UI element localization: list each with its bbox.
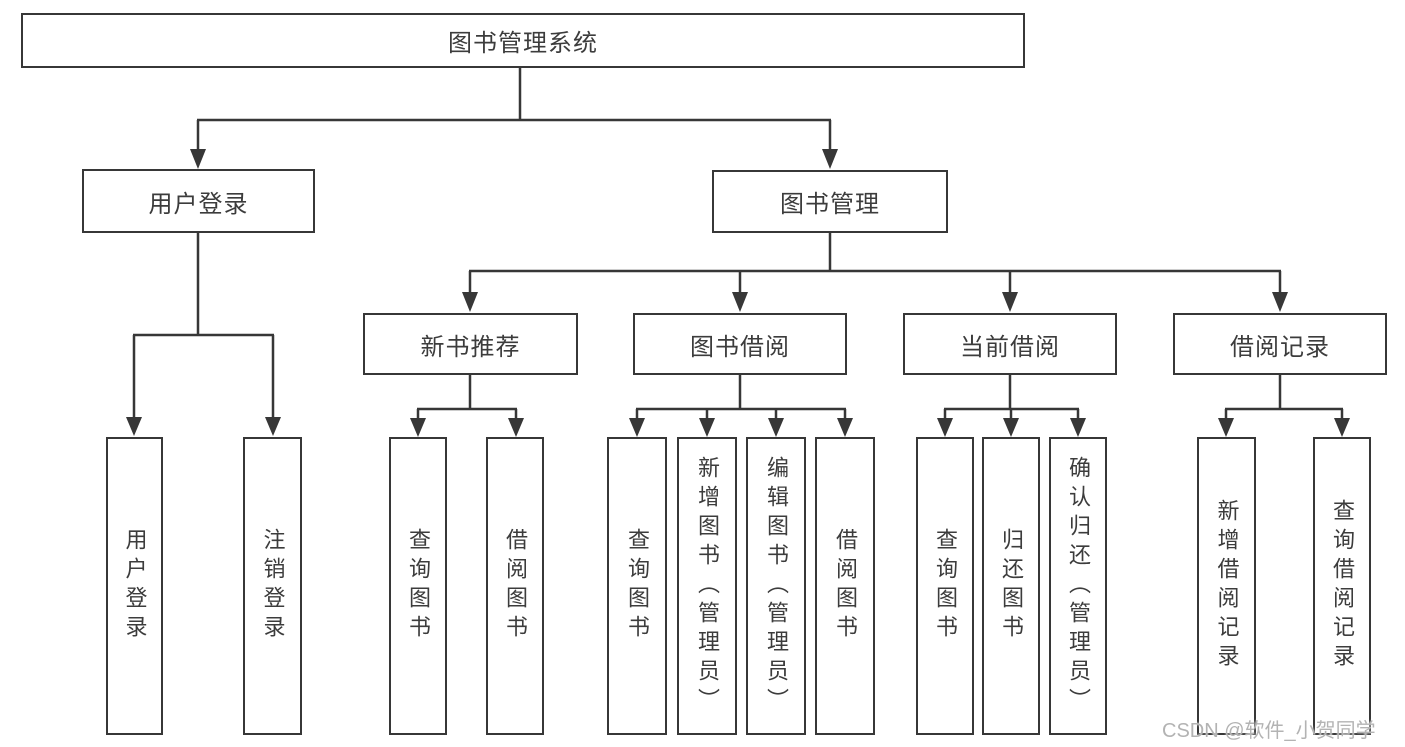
arrowhead-book-management [822,149,838,169]
leaf-logout: 注销登录 [243,437,302,735]
arrowhead-cur-leaf-1 [937,418,953,437]
leaf-borrow-add-books-admin-label: 新增图书（管理员） [695,455,720,717]
leaf-borrow-query-books-label: 查询图书 [625,528,650,644]
arrowhead-cur-leaf-2 [1003,418,1019,437]
leaf-borrow-edit-books-admin: 编辑图书（管理员） [746,437,806,735]
arrowhead-recd-leaf-2 [1334,418,1350,437]
leaf-current-confirm-return-admin: 确认归还（管理员） [1049,437,1107,735]
arrowhead-recommend [462,292,478,312]
node-user-login: 用户登录 [82,169,315,233]
leaf-records-add-record: 新增借阅记录 [1197,437,1256,735]
leaf-borrow-query-books: 查询图书 [607,437,667,735]
arrowhead-rec-leaf-2 [508,418,524,437]
node-new-book-recommend-label: 新书推荐 [420,333,521,361]
leaf-records-query-record-label: 查询借阅记录 [1330,499,1355,673]
leaf-borrow-borrow-books: 借阅图书 [815,437,875,735]
arrowhead-cur-leaf-3 [1070,418,1086,437]
arrowhead-bor-leaf-2 [699,418,715,437]
node-new-book-recommend: 新书推荐 [363,313,578,375]
node-current-borrow: 当前借阅 [903,313,1117,375]
node-root-label: 图书管理系统 [448,30,598,57]
arrowhead-login-leaf-2 [265,417,281,436]
arrowhead-rec-leaf-1 [410,418,426,437]
leaf-recommend-query-books: 查询图书 [389,437,447,735]
leaf-current-return-books: 归还图书 [982,437,1040,735]
leaf-recommend-query-books-label: 查询图书 [406,528,431,644]
node-root: 图书管理系统 [21,13,1025,68]
leaf-current-confirm-return-admin-label: 确认归还（管理员） [1066,455,1091,717]
arrowhead-bor-leaf-3 [768,418,784,437]
leaf-borrow-edit-books-admin-label: 编辑图书（管理员） [764,455,789,717]
node-book-borrow-label: 图书借阅 [690,333,790,361]
leaf-user-login-label: 用户登录 [122,528,148,644]
arrowhead-recd-leaf-1 [1218,418,1234,437]
node-borrow-records: 借阅记录 [1173,313,1387,375]
leaf-borrow-add-books-admin: 新增图书（管理员） [677,437,737,735]
leaf-borrow-borrow-books-label: 借阅图书 [833,528,858,644]
arrowhead-current [1002,292,1018,312]
leaf-recommend-borrow-books-label: 借阅图书 [503,528,528,644]
leaf-recommend-borrow-books: 借阅图书 [486,437,544,735]
leaf-current-return-books-label: 归还图书 [999,528,1024,644]
node-user-login-label: 用户登录 [148,190,249,218]
arrowhead-bor-leaf-4 [837,418,853,437]
arrowhead-user-login [190,149,206,169]
arrowhead-login-leaf-1 [126,417,142,436]
watermark-text: CSDN @软件_小贺同学 [1162,720,1376,742]
node-borrow-records-label: 借阅记录 [1230,333,1330,361]
node-book-borrow: 图书借阅 [633,313,847,375]
leaf-current-query-books: 查询图书 [916,437,974,735]
leaf-records-add-record-label: 新增借阅记录 [1214,499,1240,673]
leaf-current-query-books-label: 查询图书 [933,528,958,644]
node-book-management: 图书管理 [712,170,948,233]
arrowhead-bor-leaf-1 [629,418,645,437]
node-book-management-label: 图书管理 [780,191,880,218]
arrowhead-borrow [732,292,748,312]
arrowhead-records [1272,292,1288,312]
node-current-borrow-label: 当前借阅 [960,333,1060,361]
leaf-logout-label: 注销登录 [260,528,286,644]
leaf-records-query-record: 查询借阅记录 [1313,437,1371,735]
leaf-user-login: 用户登录 [106,437,163,735]
